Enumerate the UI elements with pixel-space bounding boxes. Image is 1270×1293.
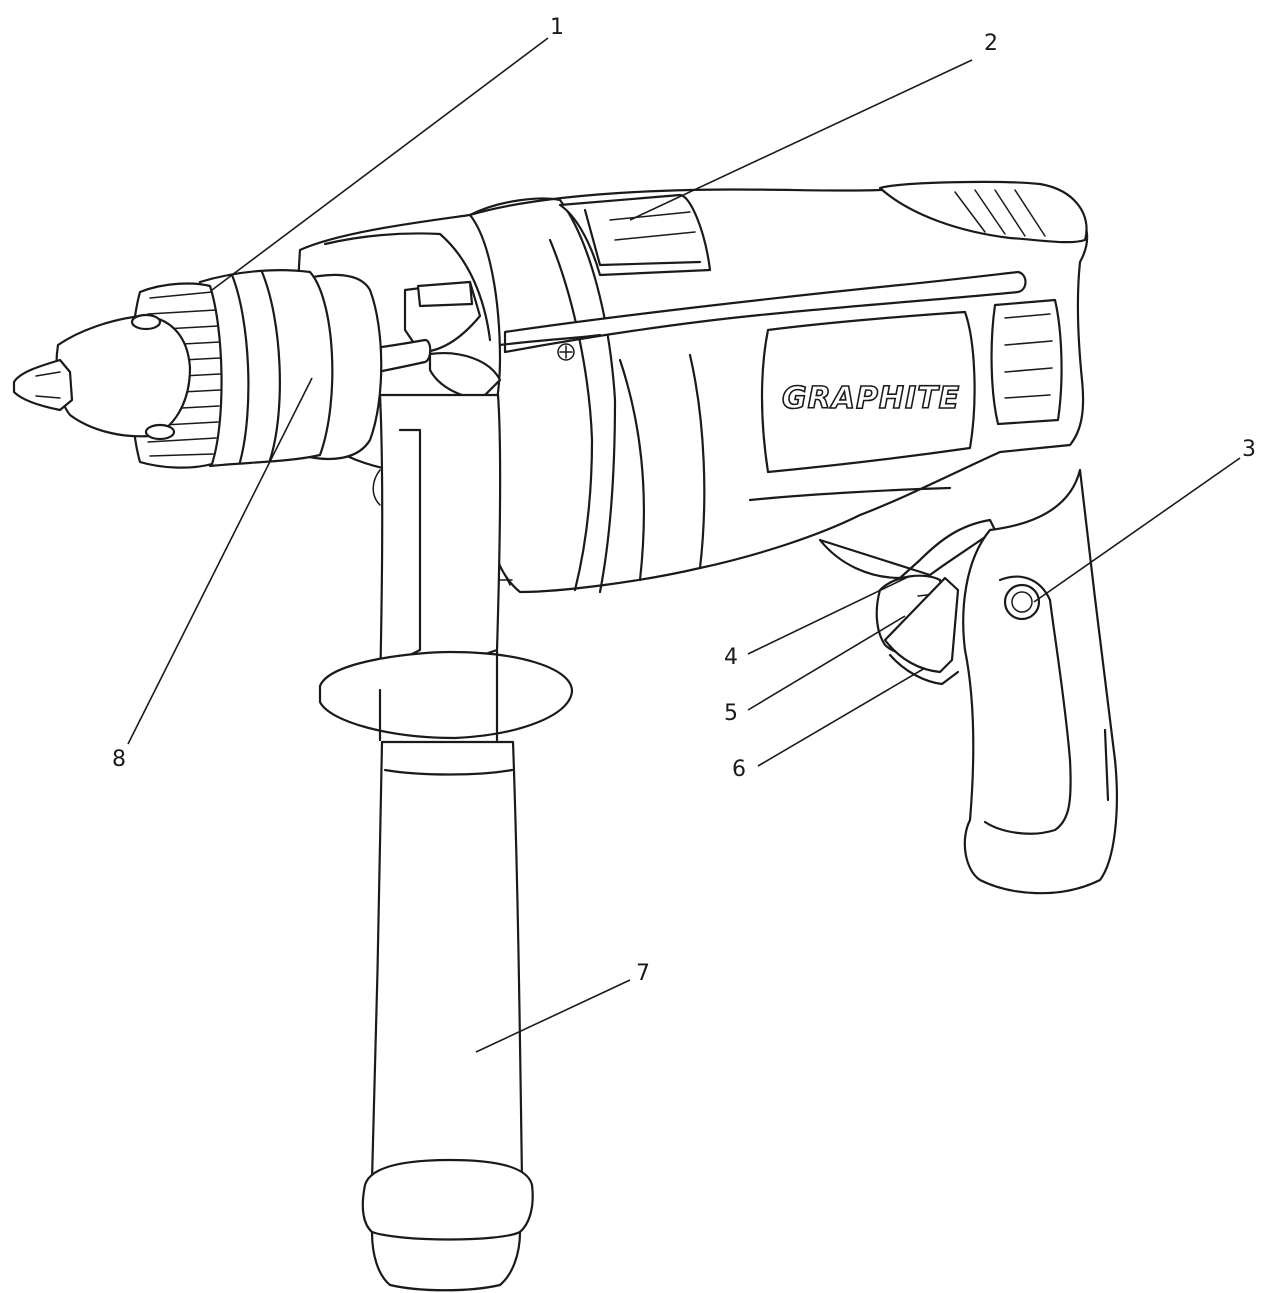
callout-3: 3 [1242, 437, 1256, 462]
callout-7: 7 [636, 961, 650, 986]
callout-4: 4 [724, 645, 738, 670]
trigger-area [818, 518, 997, 686]
leader-lines [127, 37, 1241, 1053]
leader-1 [211, 37, 549, 291]
callout-1: 1 [550, 15, 564, 40]
leader-7 [475, 979, 631, 1053]
callout-8: 8 [112, 747, 126, 772]
auxiliary-handle [318, 393, 574, 1292]
leader-3 [1033, 457, 1241, 603]
callout-6: 6 [732, 757, 746, 782]
leader-4 [747, 575, 911, 655]
leader-8 [127, 377, 313, 745]
callout-2: 2 [984, 31, 998, 56]
leader-6 [757, 667, 926, 767]
callout-5: 5 [724, 701, 738, 726]
leader-2 [629, 59, 973, 221]
chuck [12, 269, 383, 469]
motor-housing: GRAPHITE [468, 180, 1089, 594]
brand-logo: GRAPHITE [782, 381, 960, 416]
rear-handle [962, 468, 1118, 895]
callout-labels: 1 2 3 4 5 6 7 8 [112, 15, 1256, 986]
leader-5 [747, 615, 906, 711]
